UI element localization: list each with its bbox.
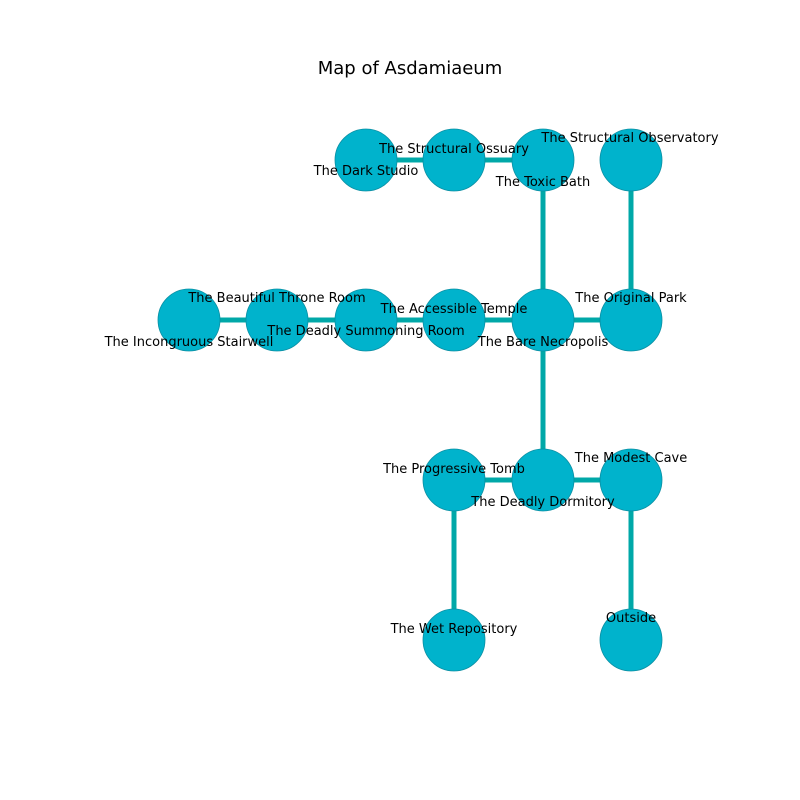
node-deadly-dormitory: [511, 448, 575, 512]
node-deadly-summoning-room: [334, 288, 398, 352]
node-accessible-temple: [422, 288, 486, 352]
node-structural-ossuary: [422, 128, 486, 192]
label-progressive-tomb: The Progressive Tomb: [382, 462, 525, 477]
label-outside: Outside: [606, 611, 656, 626]
label-deadly-summoning-room: The Deadly Summoning Room: [266, 324, 464, 339]
node-incongruous-stairwell: [157, 288, 221, 352]
node-toxic-bath: [511, 128, 575, 192]
node-progressive-tomb: [422, 448, 486, 512]
node-labels: The Dark Studio The Structural Ossuary T…: [104, 131, 719, 637]
node-structural-observatory: [599, 128, 663, 192]
node-modest-cave: [599, 448, 663, 512]
label-dark-studio: The Dark Studio: [313, 164, 419, 179]
label-structural-ossuary: The Structural Ossuary: [378, 142, 529, 157]
label-bare-necropolis: The Bare Necropolis: [477, 335, 609, 350]
label-accessible-temple: The Accessible Temple: [380, 302, 528, 317]
label-structural-observatory: The Structural Observatory: [540, 131, 718, 146]
label-original-park: The Original Park: [574, 291, 687, 306]
label-beautiful-throne-room: The Beautiful Throne Room: [187, 291, 365, 306]
edges: [189, 157, 634, 640]
label-incongruous-stairwell: The Incongruous Stairwell: [104, 335, 274, 350]
node-bare-necropolis: [511, 288, 575, 352]
node-original-park: [599, 288, 663, 352]
label-toxic-bath: The Toxic Bath: [495, 175, 590, 190]
node-outside: [599, 608, 663, 672]
label-wet-repository: The Wet Repository: [390, 622, 518, 637]
node-wet-repository: [422, 608, 486, 672]
map-title: Map of Asdamiaeum: [318, 58, 503, 79]
nodes: [157, 128, 663, 672]
label-deadly-dormitory: The Deadly Dormitory: [470, 495, 615, 510]
node-dark-studio: [334, 128, 398, 192]
node-beautiful-throne-room: [245, 288, 309, 352]
label-modest-cave: The Modest Cave: [574, 451, 687, 466]
